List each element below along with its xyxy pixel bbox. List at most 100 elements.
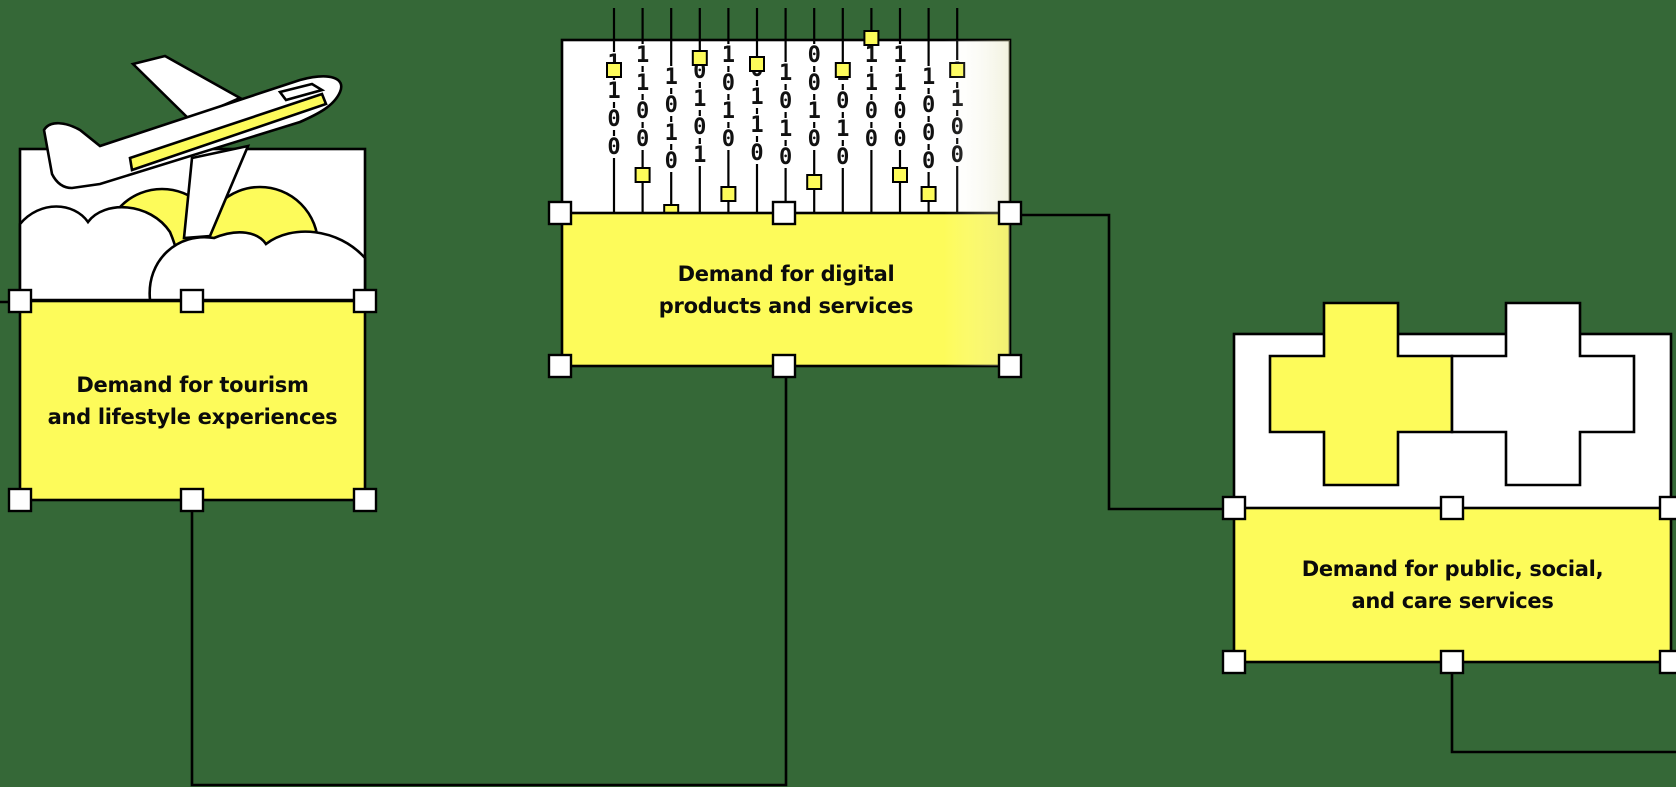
binary-digit: 0 xyxy=(636,99,649,124)
resize-handle[interactable] xyxy=(771,353,797,379)
binary-digit: 1 xyxy=(722,99,735,124)
binary-digit: 1 xyxy=(665,65,678,90)
binary-digit: 1 xyxy=(922,65,935,90)
binary-digit: 0 xyxy=(607,107,620,132)
binary-digit: 0 xyxy=(779,145,792,170)
resize-handle[interactable] xyxy=(1658,649,1676,675)
resize-handle[interactable] xyxy=(352,487,378,513)
resize-handle[interactable] xyxy=(547,353,573,379)
binary-digit: 0 xyxy=(779,89,792,114)
binary-digit: 0 xyxy=(808,127,821,152)
binary-digit: 1 xyxy=(865,71,878,96)
binary-digit: 1 xyxy=(779,117,792,142)
binary-digit-backing xyxy=(691,116,708,138)
binary-marker xyxy=(863,30,880,46)
resize-handle[interactable] xyxy=(7,487,33,513)
binary-digit-backing xyxy=(892,44,908,66)
binary-digit-backing xyxy=(720,72,737,94)
binary-digit-backing xyxy=(720,128,737,150)
resize-handle[interactable] xyxy=(997,200,1023,226)
binary-digit-backing xyxy=(663,94,680,116)
binary-marker xyxy=(691,50,708,66)
resize-handle[interactable] xyxy=(1221,649,1247,675)
digital-node[interactable]: 1100110010100101101001101010001010101100… xyxy=(560,8,1012,368)
binary-digit-backing xyxy=(920,66,937,88)
public-label-box xyxy=(1232,506,1673,664)
binary-marker xyxy=(892,167,908,183)
binary-marker xyxy=(749,56,765,72)
resize-handle[interactable] xyxy=(352,288,378,314)
resize-handle[interactable] xyxy=(1439,649,1465,675)
binary-digit: 1 xyxy=(779,61,792,86)
binary-digit-backing xyxy=(920,150,937,172)
binary-digit-backing xyxy=(720,100,737,122)
binary-digit: 0 xyxy=(665,93,678,118)
resize-handle[interactable] xyxy=(1439,495,1465,521)
binary-digit-backing xyxy=(691,88,708,110)
binary-digit: 0 xyxy=(722,127,735,152)
binary-digit: 0 xyxy=(607,135,620,160)
resize-handle[interactable] xyxy=(179,487,205,513)
resize-handle[interactable] xyxy=(7,288,33,314)
binary-digit: 1 xyxy=(836,117,849,142)
binary-digit-backing xyxy=(834,90,851,112)
binary-digit-backing xyxy=(863,44,880,66)
binary-digit-backing xyxy=(834,118,851,140)
resize-handle[interactable] xyxy=(1658,495,1676,521)
resize-handle[interactable] xyxy=(1221,495,1247,521)
binary-digit-backing xyxy=(606,136,622,158)
binary-digit: 1 xyxy=(750,85,763,110)
binary-marker xyxy=(606,62,622,78)
binary-digit: 0 xyxy=(865,127,878,152)
binary-digit: 1 xyxy=(722,43,735,68)
connector-public-offscreen xyxy=(1450,662,1676,754)
resize-handle[interactable] xyxy=(771,200,797,226)
airplane-icon xyxy=(42,54,343,240)
binary-digit-backing xyxy=(663,66,680,88)
binary-digit: 0 xyxy=(665,149,678,174)
resize-handle[interactable] xyxy=(997,353,1023,379)
binary-digit-backing xyxy=(777,118,794,140)
binary-digit-backing xyxy=(634,44,651,66)
binary-digit-backing xyxy=(806,72,823,94)
binary-digit: 0 xyxy=(836,89,849,114)
binary-marker xyxy=(920,186,937,202)
binary-digit: 1 xyxy=(607,79,620,104)
binary-digit: 0 xyxy=(808,43,821,68)
binary-digit-backing xyxy=(606,80,622,102)
resize-handle[interactable] xyxy=(179,288,205,314)
binary-digit-backing xyxy=(634,100,651,122)
binary-digit: 1 xyxy=(636,43,649,68)
binary-digit: 0 xyxy=(893,99,906,124)
binary-digit-backing xyxy=(606,108,622,130)
binary-digit-backing xyxy=(892,72,908,94)
binary-digit-backing xyxy=(892,128,908,150)
binary-digit-backing xyxy=(749,142,765,164)
tourism-node[interactable] xyxy=(18,54,367,502)
binary-digit-backing xyxy=(663,122,680,144)
cloud-icon xyxy=(148,230,367,302)
binary-digit-backing xyxy=(749,86,765,108)
binary-digit-backing xyxy=(663,150,680,172)
resize-handle[interactable] xyxy=(547,200,573,226)
binary-digit: 0 xyxy=(836,145,849,170)
binary-digit-backing xyxy=(720,44,737,66)
binary-digit-backing xyxy=(777,90,794,112)
binary-digit: 0 xyxy=(922,93,935,118)
selection-handles xyxy=(7,200,1676,675)
binary-digit: 0 xyxy=(893,127,906,152)
public-node[interactable] xyxy=(1232,301,1673,664)
binary-digit: 0 xyxy=(750,141,763,166)
connector-tourism-to-digital xyxy=(190,366,788,787)
medical-cross-icon xyxy=(1450,301,1636,487)
binary-digit-backing xyxy=(920,94,937,116)
binary-marker xyxy=(806,174,823,190)
tourism-label-box xyxy=(18,299,367,502)
medical-cross-icon xyxy=(1268,301,1454,487)
binary-digit-backing xyxy=(863,72,880,94)
binary-digit-backing xyxy=(834,146,851,168)
binary-digit: 0 xyxy=(865,99,878,124)
binary-digit: 1 xyxy=(693,87,706,112)
binary-digit: 1 xyxy=(893,43,906,68)
